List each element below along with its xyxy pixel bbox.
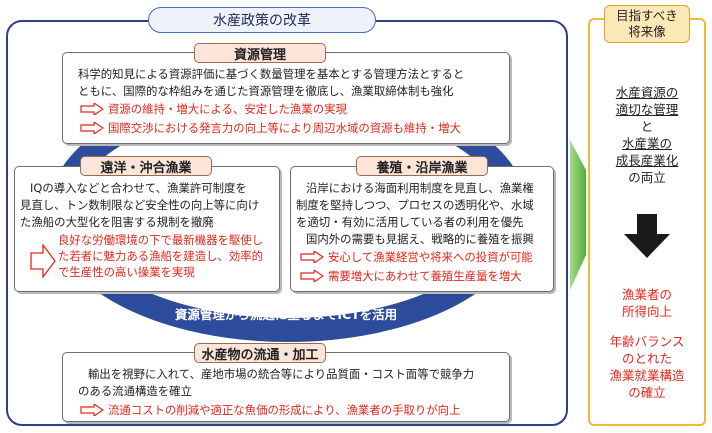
right-arrow-icon — [30, 244, 56, 278]
goal-line: 水産資源の — [615, 85, 679, 100]
right-arrow-icon — [80, 404, 104, 416]
result-line: のとれた — [621, 351, 672, 366]
resource-management-title: 資源管理 — [233, 47, 286, 63]
body-line: のある流通構造を確立 — [78, 384, 192, 398]
future-goals: 水産資源の 適切な管理 と 水産業の 成長産業化 の両立 — [588, 84, 706, 186]
outcome-row: 資源の維持・増大による、安定した漁業の実現 — [80, 101, 461, 117]
header-line: 目指すべき — [616, 8, 678, 23]
result-line: 漁業就業構造 — [609, 368, 685, 383]
future-results-workforce: 年齢バランス のとれた 漁業就業構造 の確立 — [588, 333, 706, 401]
ict-label-text: 資源管理から流通に至るまでICTを活用 — [174, 306, 398, 322]
goal-line: と — [640, 119, 654, 134]
distribution-outcomes: 流通コストの削減や適正な魚価の形成により、漁業者の手取りが向上 — [80, 402, 460, 418]
right-arrow-icon — [80, 122, 104, 134]
result-line: 所得向上 — [621, 304, 672, 319]
outcome-line: た若者に魅力ある漁船を建造し、効率的 — [58, 249, 264, 263]
result-line: 年齢バランス — [609, 334, 685, 349]
body-line: を適切・有効に活用している者の利用を優先 — [296, 215, 524, 229]
outcome-line: 良好な労働環境の下で最新機器を駆使し — [58, 233, 264, 247]
goal-line: 適切な管理 — [615, 102, 679, 117]
outcome-row: 安心して漁業経営や将来への投資が可能 — [300, 249, 533, 265]
outcome-row: 需要増大にあわせて養殖生産量を増大 — [300, 268, 533, 284]
offshore-fishery-header: 遠洋・沖合漁業 — [80, 156, 212, 176]
body-line: 輸出を視野に入れて、産地市場の統合等により品質面・コスト面等で競争力 — [88, 367, 475, 381]
outcome-text: 安心して漁業経営や将来への投資が可能 — [328, 250, 533, 264]
outcome-line: で生産性の高い操業を実現 — [58, 265, 195, 279]
distribution-title: 水産物の流通・加工 — [201, 347, 319, 363]
goal-line: 成長産業化 — [615, 153, 679, 168]
distribution-body: 輸出を視野に入れて、産地市場の統合等により品質面・コスト面等で競争力 のある流通… — [78, 366, 474, 400]
outcome-text: 資源の維持・増大による、安定した漁業の実現 — [108, 102, 347, 116]
aquaculture-title: 養殖・沿岸漁業 — [376, 160, 468, 176]
body-line: 科学的知見による資源評価に基づく数量管理を基本とする管理方法とすると — [78, 67, 465, 81]
goal-line: 水産業の — [621, 136, 672, 151]
ict-label: 資源管理から流通に至るまでICTを活用 — [148, 302, 424, 324]
right-arrow-icon — [80, 103, 104, 115]
future-vision-header: 目指すべき 将来像 — [604, 5, 690, 43]
offshore-fishery-box — [14, 166, 280, 292]
outcome-text: 国際交渉における発言力の向上等により周辺水域の資源も維持・増大 — [108, 121, 461, 135]
right-arrow-icon — [300, 251, 324, 263]
result-line: の確立 — [628, 385, 666, 400]
resource-management-header: 資源管理 — [194, 43, 326, 63]
aquaculture-header: 養殖・沿岸漁業 — [356, 156, 488, 176]
body-line: 制度を堅持しつつ、プロセスの透明化や、水域 — [296, 198, 534, 212]
body-line: ともに、国際的な枠組みを通じた資源管理を徹底し、漁業取締体制も強化 — [78, 84, 454, 98]
outcome-text: 流通コストの削減や適正な魚価の形成により、漁業者の手取りが向上 — [108, 403, 461, 417]
body-line: 国内外の需要も見据え、戦略的に養殖を振興 — [306, 232, 534, 246]
offshore-fishery-body: IQの導入などと合わせて、漁業許可制度を 見直し、トン数制限など安全性の向上等に… — [20, 180, 259, 231]
page-title: 水産政策の改革 — [148, 7, 376, 33]
header-line: 将来像 — [628, 24, 666, 39]
down-arrow-icon — [624, 214, 670, 258]
offshore-fishery-title: 遠洋・沖合漁業 — [100, 160, 192, 176]
right-arrow-icon — [300, 270, 324, 282]
aquaculture-body: 沿岸における海面利用制度を見直し、漁業権 制度を堅持しつつ、プロセスの透明化や、… — [296, 180, 534, 248]
aquaculture-outcomes: 安心して漁業経営や将来への投資が可能 需要増大にあわせて養殖生産量を増大 — [300, 249, 533, 284]
goal-line: の両立 — [628, 170, 666, 185]
body-line: IQの導入などと合わせて、漁業許可制度を — [30, 181, 247, 195]
outcome-row: 国際交渉における発言力の向上等により周辺水域の資源も維持・増大 — [80, 120, 461, 136]
body-line: 沿岸における海面利用制度を見直し、漁業権 — [306, 181, 534, 195]
page-title-text: 水産政策の改革 — [213, 13, 311, 29]
body-line: た漁船の大型化を阻害する規制を撤廃 — [20, 215, 214, 229]
future-results-income: 漁業者の 所得向上 — [588, 286, 706, 320]
resource-management-outcomes: 資源の維持・増大による、安定した漁業の実現 国際交渉における発言力の向上等により… — [80, 101, 461, 136]
resource-management-body: 科学的知見による資源評価に基づく数量管理を基本とする管理方法とすると ともに、国… — [78, 66, 464, 100]
offshore-fishery-outcome: 良好な労働環境の下で最新機器を駆使し た若者に魅力ある漁船を建造し、効率的 で生… — [58, 232, 263, 280]
aquaculture-box — [290, 166, 554, 292]
body-line: 見直し、トン数制限など安全性の向上等に向け — [20, 198, 260, 212]
distribution-header: 水産物の流通・加工 — [194, 343, 326, 363]
outcome-text: 需要増大にあわせて養殖生産量を増大 — [328, 269, 522, 283]
outcome-row: 流通コストの削減や適正な魚価の形成により、漁業者の手取りが向上 — [80, 402, 460, 418]
green-flow-arrow — [570, 140, 586, 290]
result-line: 漁業者の — [621, 287, 672, 302]
